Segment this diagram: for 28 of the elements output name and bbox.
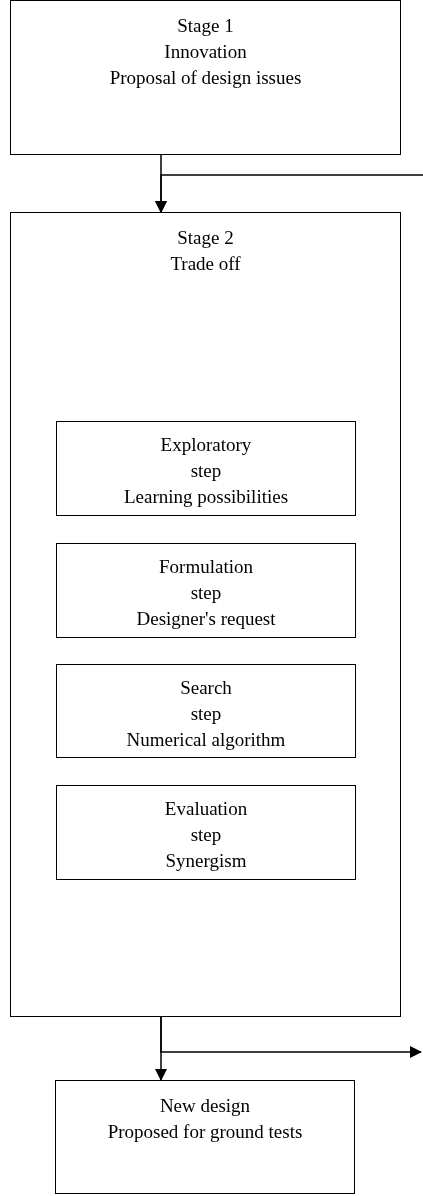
box-text: Proposal of design issues (109, 66, 302, 90)
box-text: Search (180, 676, 232, 700)
box-text: Numerical algorithm (126, 728, 286, 752)
box-text: Stage 2 (177, 226, 234, 250)
box-text: Exploratory (160, 433, 252, 457)
step-box (56, 785, 356, 880)
box-text: step (190, 581, 222, 605)
box-text: Proposed for ground tests (107, 1120, 303, 1144)
box-text: Trade off (170, 252, 241, 276)
box-text: step (190, 823, 222, 847)
box-text: Evaluation (164, 797, 248, 821)
arrow (160, 1016, 422, 1058)
arrow (155, 174, 423, 213)
step-box (56, 664, 356, 758)
box-text: step (190, 459, 222, 483)
box-text: Stage 1 (177, 14, 234, 38)
box-text: Synergism (165, 849, 247, 873)
box-text: Designer's request (136, 607, 276, 631)
box-text: step (190, 702, 222, 726)
step-box (56, 543, 356, 638)
stage-box (10, 0, 401, 155)
stage-box (55, 1080, 355, 1194)
stage-box (10, 212, 401, 1017)
box-text: Innovation (164, 40, 247, 64)
step-box (56, 421, 356, 516)
box-text: Learning possibilities (123, 485, 289, 509)
box-text: New design (159, 1094, 251, 1118)
box-text: Formulation (159, 555, 253, 579)
